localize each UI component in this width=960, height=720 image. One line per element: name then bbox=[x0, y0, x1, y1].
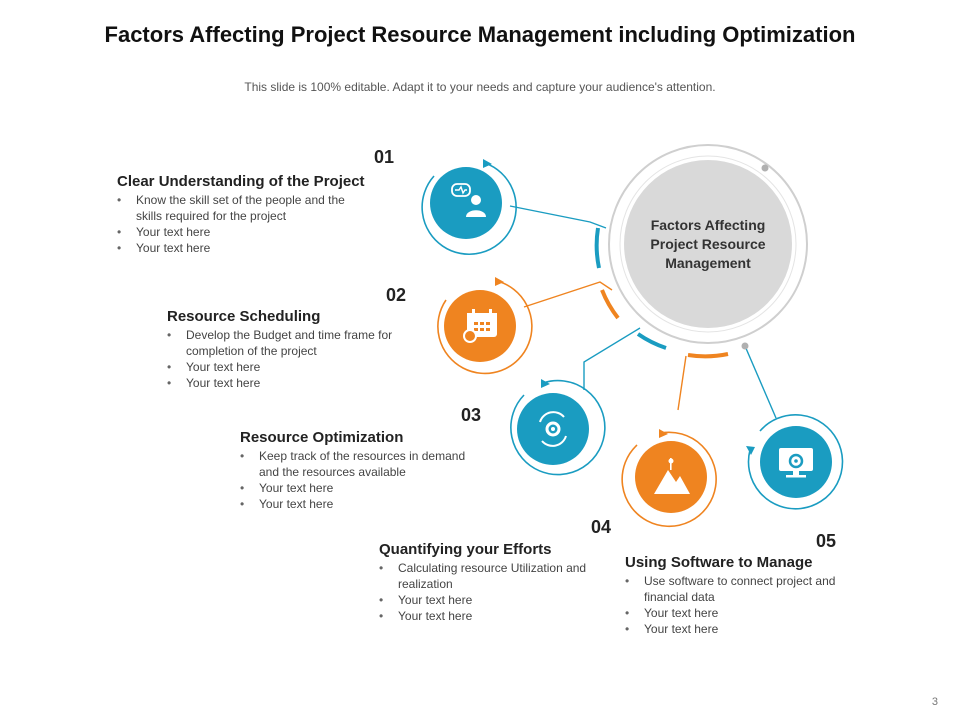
item-03-graphic bbox=[510, 379, 606, 476]
bullet-item: Your text here bbox=[117, 240, 357, 256]
item-01-text: Clear Understanding of the Project Know … bbox=[117, 173, 365, 256]
bullet-item: Your text here bbox=[379, 592, 614, 608]
item-05-graphic bbox=[746, 414, 844, 510]
center-label: Factors Affecting Project Resource Manag… bbox=[650, 217, 766, 271]
bullet-item: Your text here bbox=[625, 621, 840, 637]
item-number-04: 04 bbox=[591, 517, 612, 537]
slide-subtitle: This slide is 100% editable. Adapt it to… bbox=[244, 80, 716, 94]
item-number-05: 05 bbox=[816, 531, 837, 551]
item-01-graphic bbox=[421, 159, 517, 256]
item-02-text: Resource Scheduling Develop the Budget a… bbox=[167, 308, 407, 391]
gear-cycle-icon bbox=[539, 411, 567, 447]
bullet-item: Your text here bbox=[240, 480, 480, 496]
connector-05 bbox=[744, 345, 777, 419]
bullet-list: Know the skill set of the people and the… bbox=[117, 192, 357, 256]
item-05-text: Using Software to Manage Use software to… bbox=[625, 554, 840, 637]
item-number-02: 02 bbox=[386, 285, 407, 305]
connector-01 bbox=[509, 205, 607, 229]
bullet-item: Your text here bbox=[379, 608, 614, 624]
item-heading: Resource Scheduling bbox=[167, 308, 321, 325]
monitor-gear-icon bbox=[779, 448, 813, 478]
page-number: 3 bbox=[931, 696, 938, 708]
item-02-graphic bbox=[437, 277, 533, 375]
item-number-01: 01 bbox=[374, 147, 395, 167]
center-hub bbox=[594, 144, 808, 359]
connector-03 bbox=[583, 327, 641, 390]
item-heading: Clear Understanding of the Project bbox=[117, 173, 365, 190]
bullet-list: Use software to connect project and fina… bbox=[625, 573, 840, 637]
bullet-item: Develop the Budget and time frame for co… bbox=[167, 327, 407, 359]
bullet-item: Your text here bbox=[167, 359, 407, 375]
bullet-list: Calculating resource Utilization and rea… bbox=[379, 560, 614, 624]
connector-02 bbox=[523, 281, 613, 308]
bullet-item: Your text here bbox=[625, 605, 840, 621]
bullet-item: Keep track of the resources in demand an… bbox=[240, 448, 480, 480]
item-heading: Resource Optimization bbox=[240, 429, 404, 446]
person-chat-icon bbox=[451, 183, 486, 217]
bullet-list: Develop the Budget and time frame for co… bbox=[167, 327, 407, 391]
bullet-item: Calculating resource Utilization and rea… bbox=[379, 560, 614, 592]
item-03-text: Resource Optimization Keep track of the … bbox=[240, 429, 480, 512]
bullet-list: Keep track of the resources in demand an… bbox=[240, 448, 480, 512]
item-number-03: 03 bbox=[461, 405, 482, 425]
slide-title: Factors Affecting Project Resource Manag… bbox=[104, 22, 856, 47]
calendar-clock-icon bbox=[463, 309, 497, 343]
bullet-item: Know the skill set of the people and the… bbox=[117, 192, 357, 224]
connector-04 bbox=[677, 355, 687, 411]
item-04-text: Quantifying your Efforts Calculating res… bbox=[379, 541, 614, 624]
item-04-graphic bbox=[621, 429, 717, 528]
bullet-item: Your text here bbox=[240, 496, 480, 512]
bullet-item: Your text here bbox=[117, 224, 357, 240]
mountain-flag-icon bbox=[654, 458, 690, 494]
bullet-item: Your text here bbox=[167, 375, 407, 391]
item-heading: Quantifying your Efforts bbox=[379, 541, 552, 558]
bullet-item: Use software to connect project and fina… bbox=[625, 573, 840, 605]
item-heading: Using Software to Manage bbox=[625, 554, 813, 571]
